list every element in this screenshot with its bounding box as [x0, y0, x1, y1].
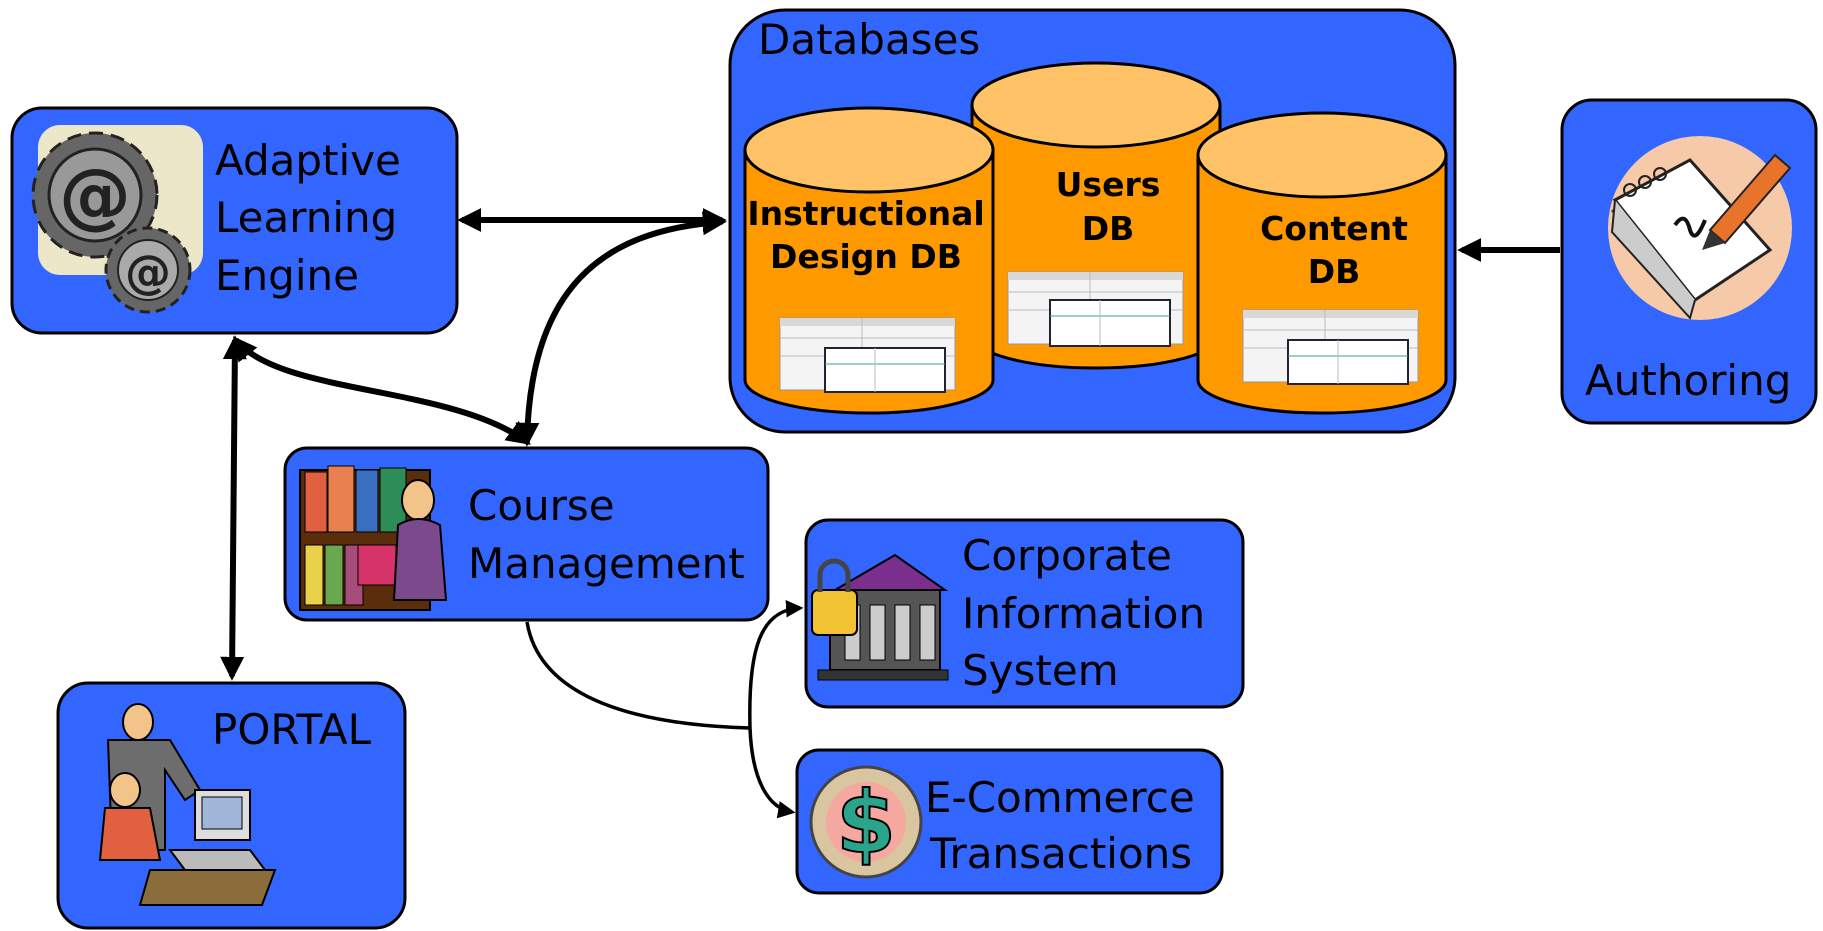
arrow-course-databases — [515, 211, 727, 447]
svg-text:@: @ — [125, 245, 171, 299]
content-db-label-1: Content — [1260, 209, 1408, 248]
svg-text:@: @ — [59, 153, 131, 237]
course-management-node[interactable]: Course Management — [283, 446, 770, 622]
instructional-db-label-2: Design DB — [770, 237, 962, 276]
course-management-label-1: Course — [468, 481, 615, 530]
arrow-engine-course — [232, 336, 531, 445]
content-db-label-2: DB — [1308, 252, 1361, 291]
corporate-info-label-2: Information — [962, 589, 1205, 638]
teacher-computer-icon — [98, 703, 277, 906]
corporate-info-label-1: Corporate — [962, 531, 1172, 580]
adaptive-engine-label-2: Learning — [215, 193, 397, 242]
padlock-building-icon — [811, 553, 949, 681]
content-db-cylinder[interactable]: Content DB — [1196, 111, 1448, 415]
portal-label: PORTAL — [212, 705, 372, 754]
adaptive-engine-label-3: Engine — [215, 251, 359, 300]
table-spreadsheet-icon — [779, 317, 956, 393]
corporate-info-label-3: System — [962, 646, 1119, 695]
course-management-label-2: Management — [468, 539, 745, 588]
table-spreadsheet-icon — [1007, 271, 1184, 347]
authoring-node[interactable]: Authoring — [1560, 98, 1818, 425]
arrow-branch-ecommerce — [748, 727, 796, 819]
ecommerce-label-1: E-Commerce — [925, 773, 1195, 822]
librarian-bookshelf-icon — [299, 465, 448, 611]
corporate-info-node[interactable]: Corporate Information System — [804, 518, 1245, 709]
table-spreadsheet-icon — [1242, 309, 1419, 385]
portal-node[interactable]: PORTAL — [56, 681, 407, 930]
databases-node[interactable]: Databases Users DB Instructional De — [728, 8, 1457, 434]
dollar-coin-icon: $ — [809, 765, 923, 879]
authoring-label: Authoring — [1585, 356, 1791, 405]
gears-at-sign-icon: @ @ — [31, 125, 203, 314]
arrow-course-branch — [525, 621, 751, 730]
users-db-cylinder[interactable]: Users DB — [970, 61, 1222, 370]
adaptive-engine-node[interactable]: @ @ Adaptive Learning Engine — [10, 106, 459, 335]
ecommerce-label-2: Transactions — [929, 829, 1192, 878]
users-db-label-1: Users — [1056, 165, 1161, 204]
notepad-pencil-icon — [1608, 136, 1792, 321]
users-db-label-2: DB — [1082, 209, 1135, 248]
arrow-engine-portal — [220, 335, 247, 681]
svg-text:$: $ — [836, 773, 896, 873]
instructional-db-label-1: Instructional — [747, 194, 984, 233]
arrow-branch-corporate — [748, 599, 804, 729]
databases-title: Databases — [758, 15, 980, 64]
instructional-design-db-cylinder[interactable]: Instructional Design DB — [743, 106, 995, 415]
ecommerce-node[interactable]: $ E-Commerce Transactions — [795, 748, 1224, 895]
adaptive-engine-label-1: Adaptive — [215, 136, 401, 185]
